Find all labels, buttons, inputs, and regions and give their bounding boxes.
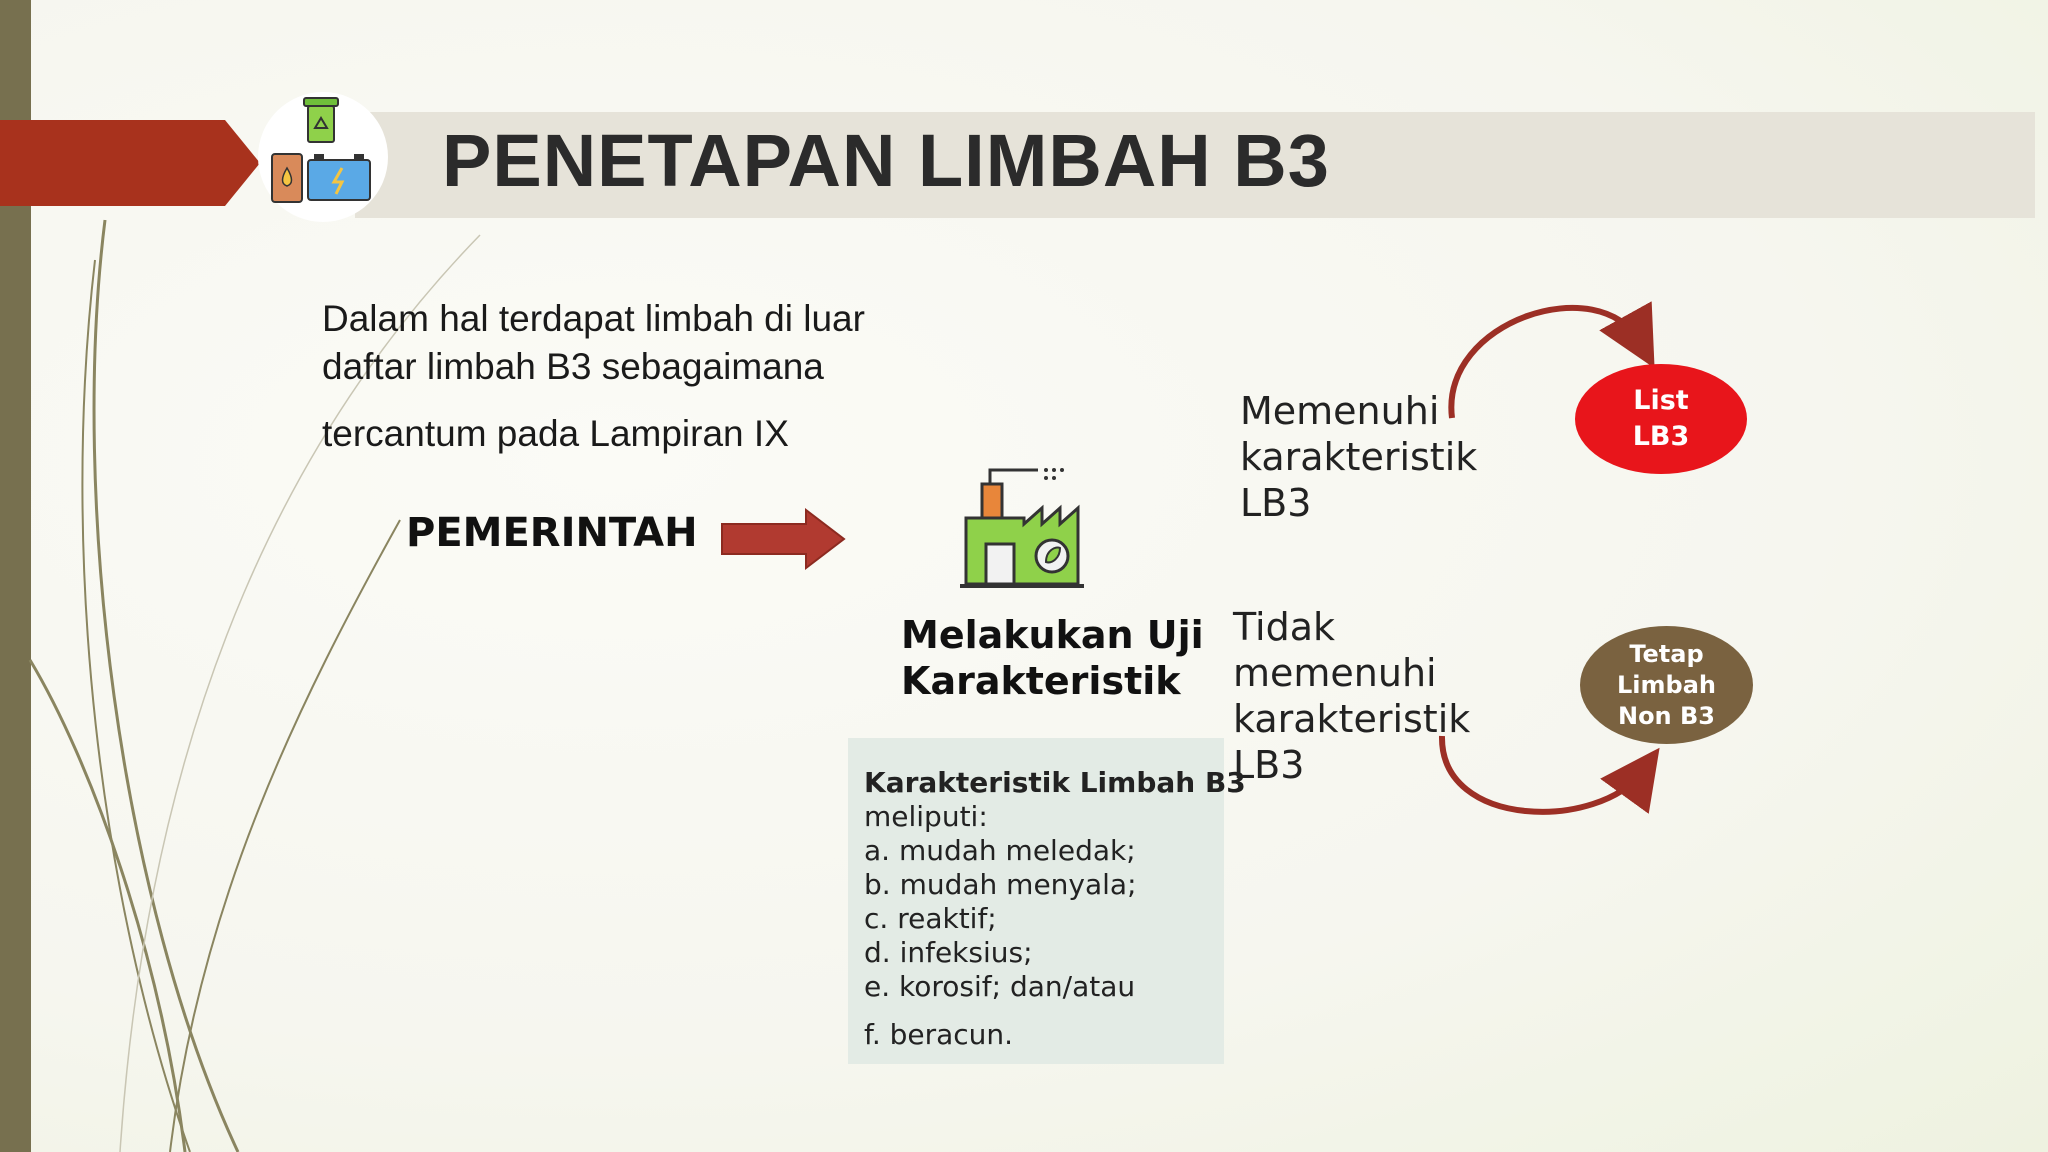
intro-line-3: tercantum pada Lampiran IX [322,413,789,454]
recycle-bin-icon [303,97,339,143]
characteristics-item: d. infeksius; [864,936,1033,969]
condition-no-line: LB3 [1233,743,1305,787]
characteristics-list: Karakteristik Limbah B3 meliputi: a. mud… [864,766,1246,1052]
process-line-1: Melakukan Uji [901,613,1204,657]
characteristics-item: a. mudah meledak; [864,834,1136,867]
characteristics-box [848,738,1224,1064]
intro-line-2: daftar limbah B3 sebagaimana [322,346,824,387]
characteristics-heading: Karakteristik Limbah B3 [864,766,1246,799]
battery-icon [307,154,371,201]
title-band [355,112,2035,218]
factory-icon [960,468,1084,588]
condition-yes-line: Memenuhi [1240,389,1440,433]
condition-no-line: karakteristik [1233,697,1471,741]
actor-label: PEMERINTAH [406,510,698,556]
process-label: Melakukan Uji Karakteristik [901,612,1204,704]
result-list-line: LB3 [1632,421,1690,452]
result-non-line: Limbah [1617,670,1716,699]
curved-arrow-down [1438,735,1660,815]
result-non-line: Tetap [1629,639,1704,668]
intro-line-1: Dalam hal terdapat limbah di luar [322,298,865,339]
result-list-lb3: List LB3 [1575,364,1747,474]
process-line-2: Karakteristik [901,659,1181,703]
condition-no-line: Tidak [1233,605,1336,649]
condition-no-line: memenuhi [1233,651,1437,695]
oil-barrel-icon [271,153,303,203]
result-non-line: Non B3 [1617,701,1715,730]
result-non-b3: Tetap Limbah Non B3 [1580,626,1753,744]
condition-yes-line: karakteristik [1240,435,1478,479]
right-arrow-icon [721,508,846,570]
characteristics-item: b. mudah menyala; [864,868,1137,901]
waste-icons-badge [258,92,388,222]
curved-arrow-up [1448,301,1655,419]
characteristics-item: meliputi: [864,800,988,833]
slide-title: PENETAPAN LIMBAH B3 [442,119,1330,202]
condition-yes-line: LB3 [1240,481,1312,525]
characteristics-item: e. korosif; dan/atau [864,970,1136,1003]
characteristics-item: f. beracun. [864,1018,1014,1051]
condition-yes-label: Memenuhi karakteristik LB3 [1240,388,1477,526]
characteristics-item: c. reaktif; [864,902,997,935]
title-red-tab [0,120,260,206]
condition-no-label: Tidak memenuhi karakteristik LB3 [1233,604,1470,788]
result-list-line: List [1633,385,1689,416]
